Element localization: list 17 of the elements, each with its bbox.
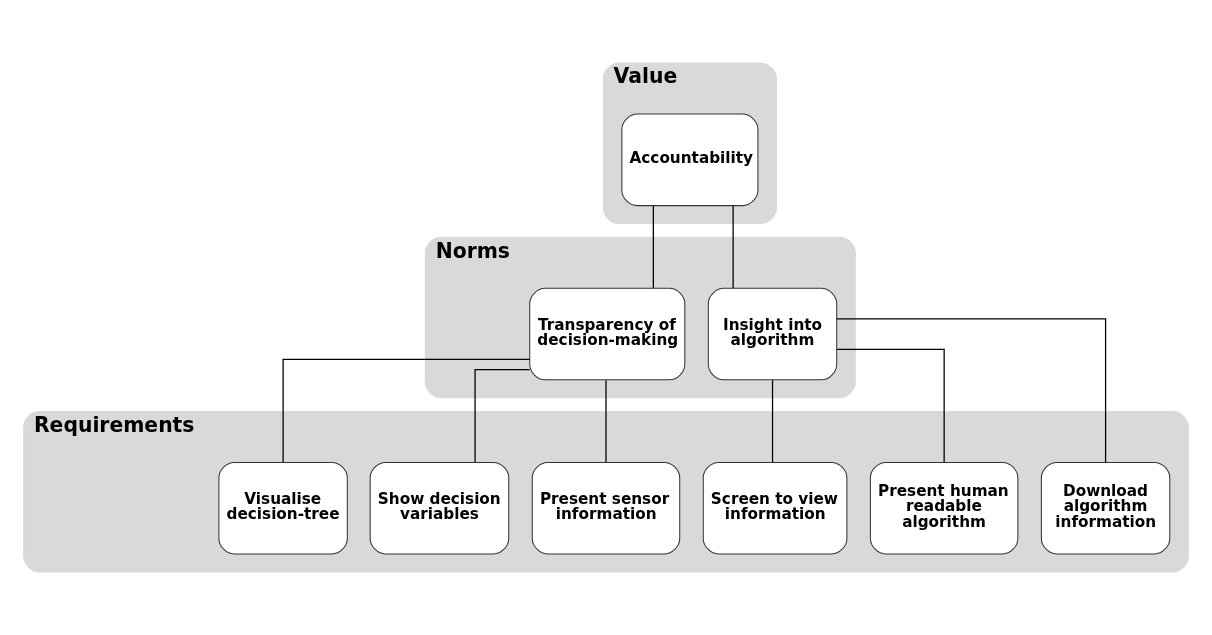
node-box: Download algorithm information	[1040, 461, 1171, 555]
node-box: Show decision variables	[369, 461, 510, 555]
connector	[836, 348, 945, 463]
connector	[771, 379, 774, 463]
node-box: Accountability	[621, 113, 759, 207]
node-box: Transparency of decision-making	[529, 287, 686, 381]
connector	[282, 358, 531, 463]
node-box: Screen to view information	[702, 461, 848, 555]
connector	[732, 205, 734, 289]
connector	[474, 369, 531, 463]
node-box: Insight into algorithm	[707, 287, 838, 381]
node-box: Present sensor information	[531, 461, 681, 555]
node-box: Visualise decision-tree	[218, 461, 348, 555]
connector	[836, 318, 1107, 463]
connector	[605, 379, 607, 463]
node-box: Present human readable algorithm	[869, 461, 1019, 555]
connector	[652, 205, 654, 289]
